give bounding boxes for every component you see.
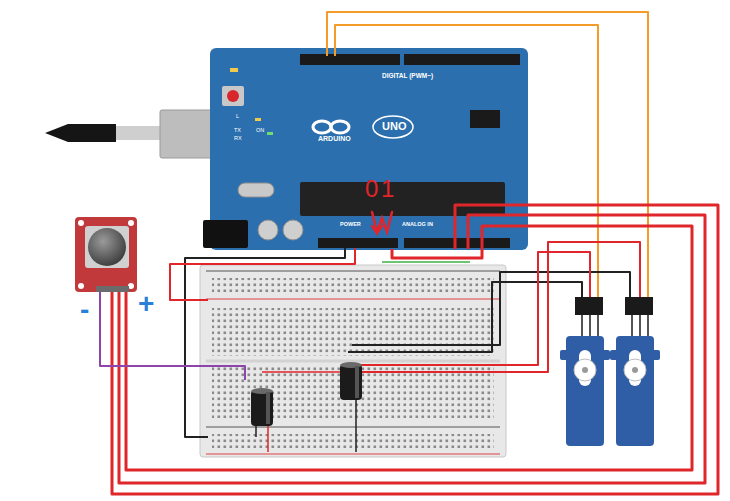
servo-motor: [632, 367, 638, 373]
arduino-board: [258, 220, 278, 240]
joystick-module: [75, 217, 137, 292]
arduino-board: [238, 183, 274, 197]
arduino-board: [318, 238, 398, 248]
annotation-number: 1: [381, 177, 394, 201]
breadboard: [206, 427, 500, 428]
arduino-board: [300, 54, 400, 65]
breadboard: [206, 299, 500, 300]
capacitor: [251, 362, 362, 426]
wires: [355, 242, 640, 372]
wires: [112, 205, 718, 494]
joystick-module: [96, 286, 129, 292]
led-label: ON: [256, 128, 264, 134]
led-label: RX: [234, 136, 242, 142]
servo-motor: [582, 367, 588, 373]
arduino-board: [373, 116, 413, 138]
annotation-arrow: [372, 212, 392, 233]
capacitor: [355, 366, 359, 398]
wires: [267, 425, 269, 452]
led-label: TX: [234, 128, 241, 134]
servo-motor: [574, 359, 596, 381]
breadboard: [212, 434, 494, 448]
wires: [355, 252, 590, 365]
arduino-board: [203, 220, 248, 248]
joystick-module: [85, 226, 129, 268]
arduino-board: DIGITAL (PWM~) L TX RX ON UNO ARDUINO POWER ANAL…: [210, 48, 528, 250]
breadboard: [212, 278, 494, 292]
wires: [126, 226, 692, 470]
joystick-module: [78, 283, 84, 289]
header-label: DIGITAL (PWM~): [382, 73, 433, 80]
usb-cable: [160, 110, 216, 158]
joystick-module: [75, 217, 137, 292]
wires: [382, 261, 470, 263]
capacitor: [251, 390, 273, 426]
joystick-module: [128, 220, 134, 226]
header-label: ANALOG IN: [402, 222, 433, 228]
wires: [348, 282, 582, 352]
wires: [327, 12, 648, 300]
capacitor: [340, 364, 362, 400]
joystick-module: [78, 220, 84, 226]
servo-motor: [560, 297, 660, 446]
arduino-board: [222, 86, 244, 106]
servo-motor: [625, 297, 653, 315]
servo-motor: [575, 297, 603, 315]
annotation-number: 0: [365, 177, 378, 201]
wires: [352, 272, 630, 345]
arduino-board: [404, 238, 510, 248]
wires: [355, 400, 357, 452]
annotation-arrow: [372, 226, 382, 233]
arduino-board: [267, 132, 273, 135]
breadboard: [206, 360, 500, 363]
servo-motor: [624, 359, 646, 381]
usb-cable: [116, 126, 164, 140]
arduino-board: [203, 48, 528, 250]
board-model: UNO: [382, 121, 406, 132]
arduino-board: [227, 90, 239, 102]
arduino-board: [300, 182, 505, 216]
usb-cable: [45, 110, 216, 158]
header-label: POWER: [340, 222, 361, 228]
breadboard: [206, 271, 500, 272]
arduino-board: [404, 54, 520, 65]
joystick-module: [88, 228, 126, 266]
wires: [119, 215, 705, 483]
wires: [170, 248, 355, 300]
arduino-board: [331, 121, 349, 133]
arduino-board: [255, 118, 261, 121]
arduino-board: [230, 68, 238, 72]
wires: [255, 425, 257, 437]
wires: [100, 12, 718, 494]
polarity-sign: -: [80, 296, 89, 324]
annotation-arrow: [372, 212, 392, 232]
wires: [185, 248, 345, 437]
arduino-board: [313, 121, 331, 133]
wires: [100, 292, 245, 380]
brand-name: ARDUINO: [318, 135, 351, 142]
led-label: L: [236, 114, 239, 120]
breadboard: [206, 454, 500, 455]
breadboard: [200, 265, 506, 457]
arduino-board: [283, 220, 303, 240]
capacitor: [266, 392, 270, 424]
arduino-board: [210, 48, 528, 250]
arduino-board: [470, 110, 500, 128]
polarity-sign: +: [138, 290, 154, 318]
usb-cable: [45, 124, 116, 142]
breadboard: [200, 265, 506, 457]
breadboard: [212, 308, 494, 356]
